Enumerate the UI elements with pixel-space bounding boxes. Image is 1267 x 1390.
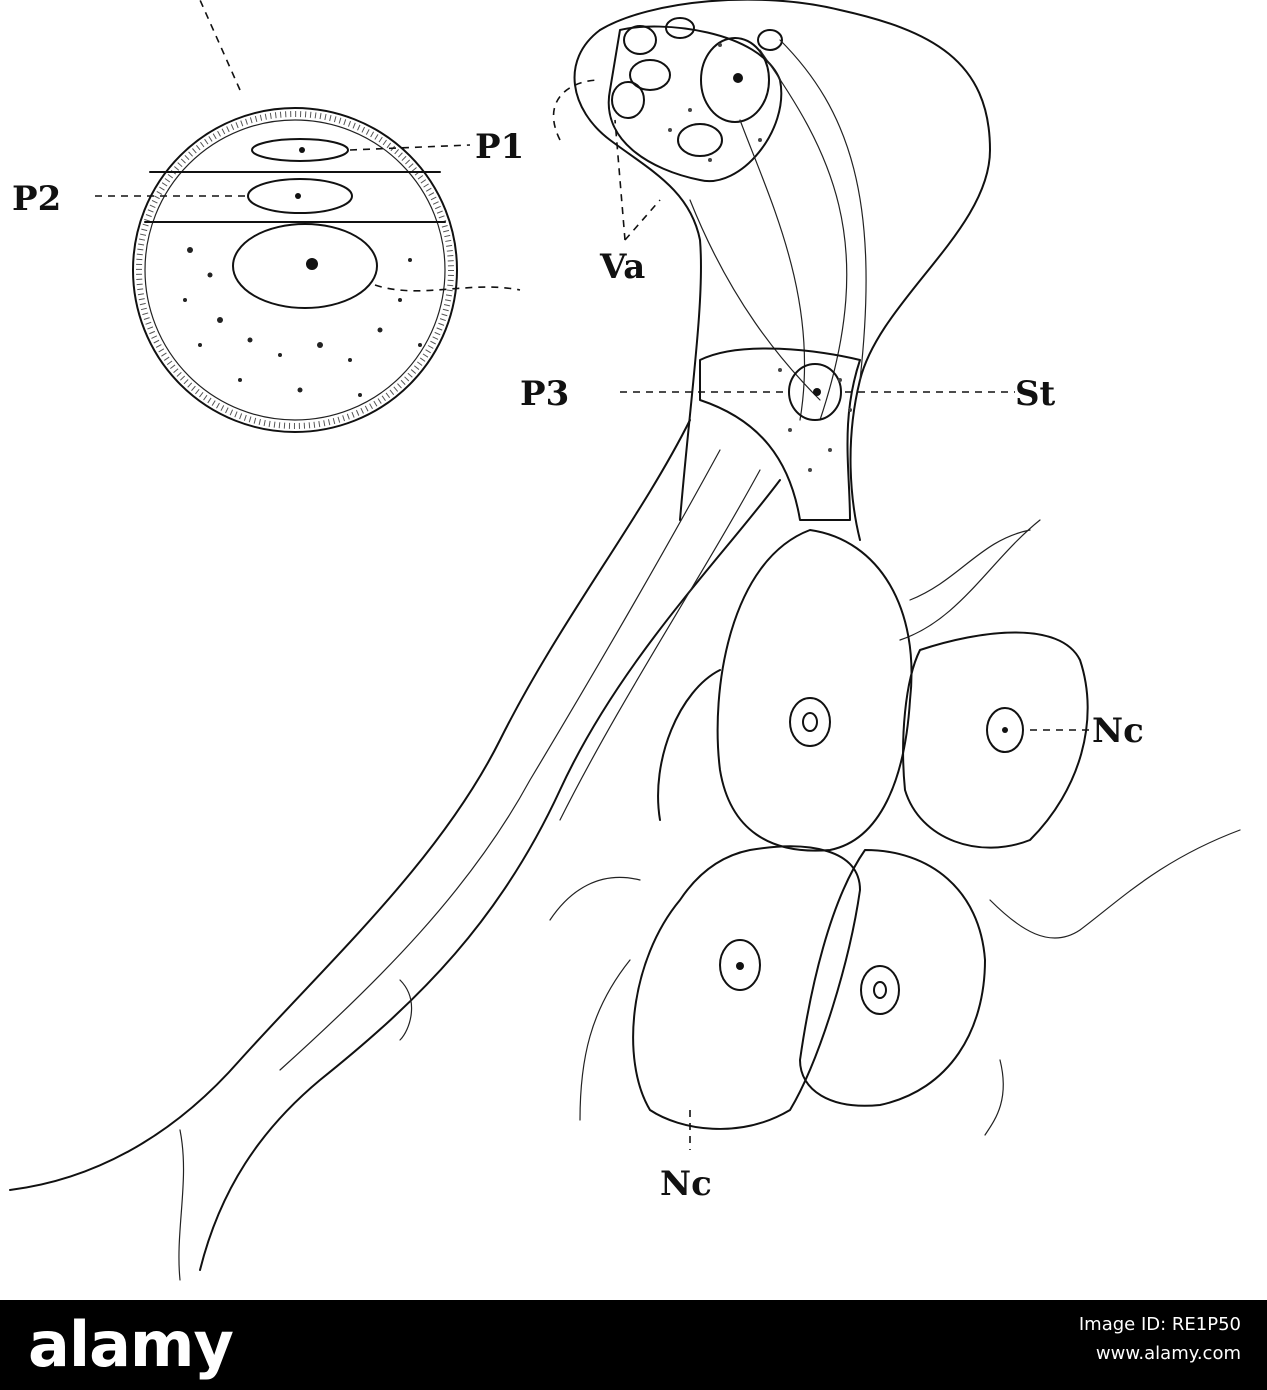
label-p1: P1 <box>475 127 524 167</box>
ovarian-tube <box>9 0 1041 1281</box>
image-meta: Image ID: RE1P50 www.alamy.com <box>1079 1310 1241 1368</box>
label-nc-bottom: Nc <box>660 1164 712 1204</box>
leader-lines <box>95 0 1090 1150</box>
nurse-cells <box>549 529 1241 1136</box>
image-id: Image ID: RE1P50 <box>1078 1314 1241 1335</box>
brand-logo: alamy <box>28 1308 234 1381</box>
label-p3: P3 <box>520 374 569 414</box>
illustration-canvas: P1 P2 P3 Va St Nc Nc <box>9 0 1241 1281</box>
label-va: Va <box>599 247 645 287</box>
labels: P1 P2 P3 Va St Nc Nc <box>12 127 1144 1204</box>
label-nc-right: Nc <box>1092 711 1144 751</box>
scientific-illustration: P1 P2 P3 Va St Nc Nc <box>9 0 1241 1281</box>
label-st: St <box>1015 374 1056 414</box>
spherical-cell <box>132 107 458 433</box>
site-url: www.alamy.com <box>1095 1343 1241 1364</box>
label-p2: P2 <box>12 179 61 219</box>
watermark-footer: alamy Image ID: RE1P50 www.alamy.com <box>0 1300 1267 1390</box>
